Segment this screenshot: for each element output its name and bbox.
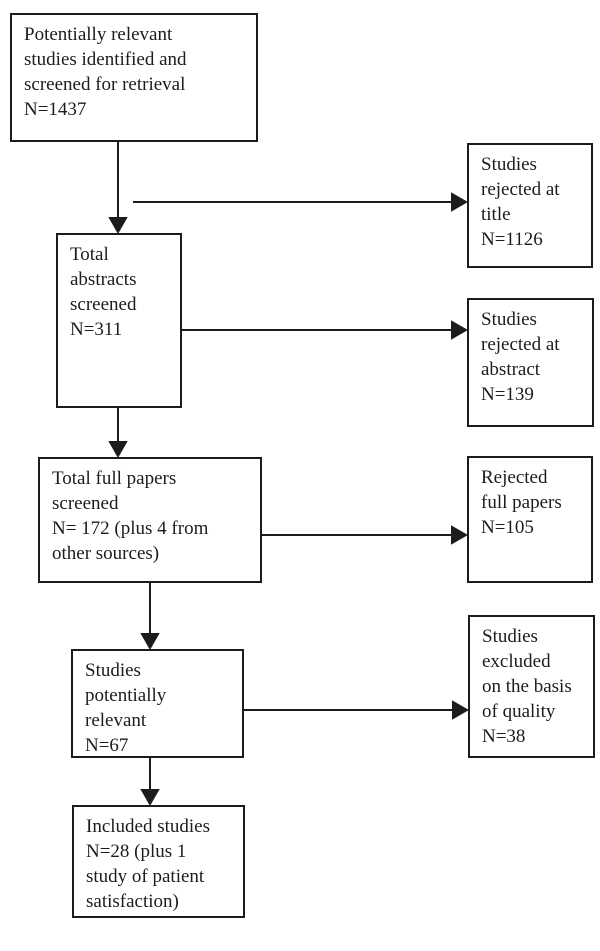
flow-node-rejected-at-abstract: Studies rejected at abstract N=139: [467, 298, 594, 427]
arrowhead-to-excluded-quality: [452, 700, 470, 720]
flow-node-full-papers-screened: Total full papers screened N= 172 (plus …: [38, 457, 262, 583]
flow-node-potentially-relevant-label: Studies potentially relevant N=67: [85, 660, 167, 756]
arrowhead-identified-to-abstracts: [108, 217, 128, 235]
arrowhead-relevant-to-included: [140, 789, 160, 807]
arrowhead-abstracts-to-fullpapers: [108, 441, 128, 459]
flow-node-potentially-relevant: Studies potentially relevant N=67: [71, 649, 244, 758]
flow-node-included-studies: Included studies N=28 (plus 1 study of p…: [72, 805, 245, 918]
arrowhead-to-rejected-full: [451, 525, 469, 545]
arrowhead-to-rejected-title: [451, 192, 469, 212]
flow-node-abstracts-screened-label: Total abstracts screened N=311: [70, 244, 137, 340]
arrowhead-to-rejected-abstract: [451, 320, 469, 340]
flow-node-rejected-at-title: Studies rejected at title N=1126: [467, 143, 593, 268]
flow-node-full-papers-screened-label: Total full papers screened N= 172 (plus …: [52, 468, 209, 564]
flow-node-rejected-full-papers-label: Rejected full papers N=105: [481, 467, 562, 538]
flow-node-excluded-quality: Studies excluded on the basis of quality…: [468, 615, 595, 758]
flow-node-rejected-full-papers: Rejected full papers N=105: [467, 456, 593, 583]
flow-node-studies-identified-label: Potentially relevant studies identified …: [24, 24, 187, 120]
arrowhead-fullpapers-to-relevant: [140, 633, 160, 651]
flow-node-rejected-at-abstract-label: Studies rejected at abstract N=139: [481, 309, 560, 405]
flow-node-excluded-quality-label: Studies excluded on the basis of quality…: [482, 626, 572, 747]
flow-node-rejected-at-title-label: Studies rejected at title N=1126: [481, 154, 560, 250]
flow-node-included-studies-label: Included studies N=28 (plus 1 study of p…: [86, 816, 211, 912]
flow-node-abstracts-screened: Total abstracts screened N=311: [56, 233, 182, 408]
flow-node-studies-identified: Potentially relevant studies identified …: [10, 13, 258, 142]
